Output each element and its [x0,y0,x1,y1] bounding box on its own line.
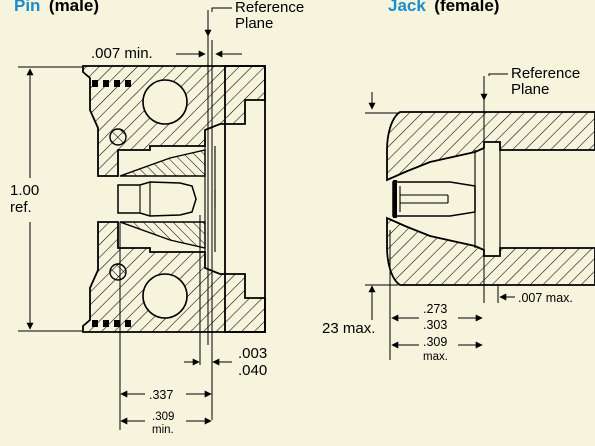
pin-dim-min-depth-unit: min. [152,424,174,436]
jack-dim-height: 23 max. [322,92,398,337]
jack-cross-section [386,111,595,286]
pin-dim-recess-top: .003 [238,345,267,362]
jack-title-accent: Jack [388,0,426,15]
jack-socket-contact [392,181,476,217]
pin-contact [117,181,197,217]
pin-cross-section [82,65,266,333]
pin-upper-ball [142,79,188,125]
pin-upper-wedge [119,149,206,177]
pin-dim-height-value: 1.00 [10,182,39,199]
pin-reference-label-1: Reference [235,0,304,16]
pin-dim-min-gap: .007 min. [91,45,242,62]
jack-dim-range-top: .273 [423,302,447,316]
pin-dim-min-gap-text: .007 min. [91,45,153,62]
jack-dim-range-bottom: .303 [423,318,447,332]
pin-dim-min-depth: .309 min. [120,411,212,436]
jack-title-rest: (female) [434,0,499,15]
pin-title: Pin (male) [14,0,99,15]
jack-dim-height-text: 23 max. [322,320,375,337]
pin-title-accent: Pin [14,0,40,15]
jack-reference-label-2: Plane [511,81,549,98]
jack-dim-max-depth-unit: max. [423,351,448,363]
pin-dim-height: 1.00 ref. [10,66,83,332]
jack-title: Jack (female) [388,0,499,15]
pin-lower-spring [92,320,131,327]
pin-title-rest: (male) [49,0,99,15]
jack-dim-max-depth-value: .309 [423,335,447,349]
pin-lower-wedge [119,221,206,249]
pin-dim-recess-bottom: .040 [238,362,267,379]
jack-upper-body [386,111,595,182]
jack-dim-max-depth: .309 max. [391,335,483,363]
jack-dim-max-gap: .007 max. [483,285,573,305]
pin-dim-depth-text: .337 [149,388,173,402]
jack-dim-range: .273 .303 [389,230,483,360]
pin-reference-plane: Reference Plane [204,0,304,420]
pin-lower-ball [142,273,188,319]
jack-dim-max-gap-text: .007 max. [518,291,573,305]
pin-dim-recess: .003 .040 [184,215,267,379]
pin-dim-depth: .337 [119,222,212,430]
pin-dim-min-depth-value: .309 [152,411,174,423]
pin-reference-label-2: Plane [235,15,273,32]
jack-reference-label-1: Reference [511,65,580,82]
jack-reference-plane: Reference Plane [480,65,580,300]
pin-dim-height-unit: ref. [10,199,32,216]
jack-lower-body [386,216,595,286]
pin-upper-spring [92,80,131,87]
